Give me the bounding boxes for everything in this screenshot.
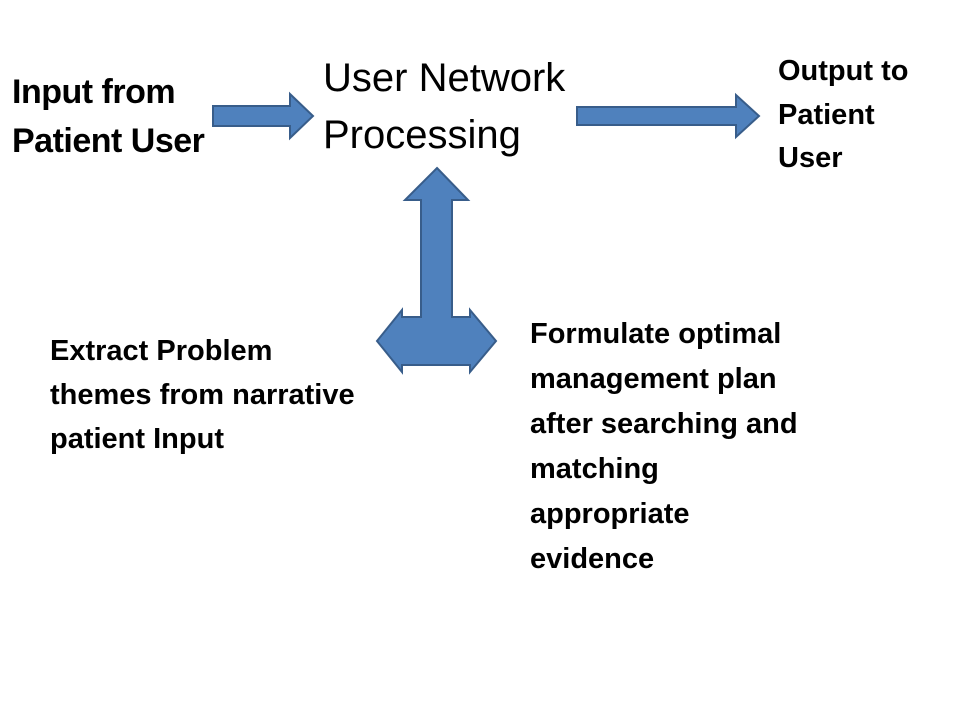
branch-arrow (375, 166, 498, 375)
processing-to-output-arrow (576, 92, 761, 140)
input-to-processing-arrow (212, 91, 315, 141)
formulate-management-plan-label: Formulate optimal management plan after … (530, 318, 798, 575)
output-to-patient-label: Output to Patient User (778, 55, 909, 174)
extract-problem-themes-label: Extract Problem themes from narrative pa… (50, 335, 355, 456)
input-from-patient-label: Input from Patient User (12, 73, 205, 161)
user-network-processing-label: User Network Processing (323, 56, 566, 157)
